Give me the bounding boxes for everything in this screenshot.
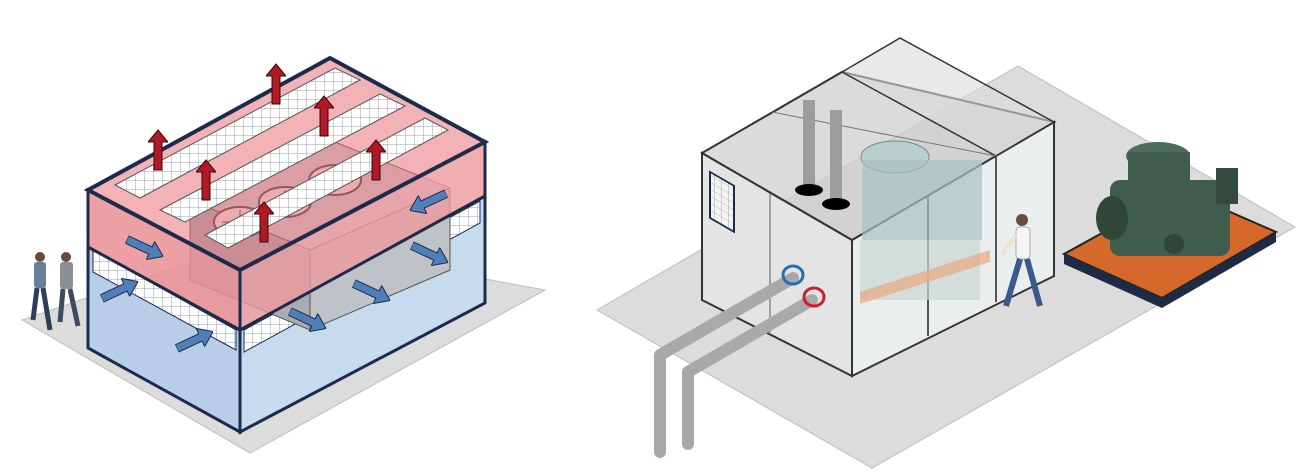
pipe-connection-blue: [781, 264, 805, 286]
pipe-connection-red: [802, 286, 826, 308]
compressor-on-pad: [1061, 142, 1279, 308]
person-icon: [1000, 214, 1043, 307]
indoor-test-room: [595, 37, 1297, 469]
compressor-icon: [1096, 142, 1238, 256]
people: [30, 252, 81, 331]
external-piping: [654, 264, 826, 458]
window-vent: [709, 170, 735, 234]
person-icon: [57, 252, 81, 327]
person-icon: [30, 252, 53, 331]
technician: [1000, 214, 1043, 307]
outdoor-air-chamber: [20, 55, 547, 454]
chiller-inside: [860, 140, 990, 304]
roof-exhaust-pipes: [795, 100, 850, 210]
